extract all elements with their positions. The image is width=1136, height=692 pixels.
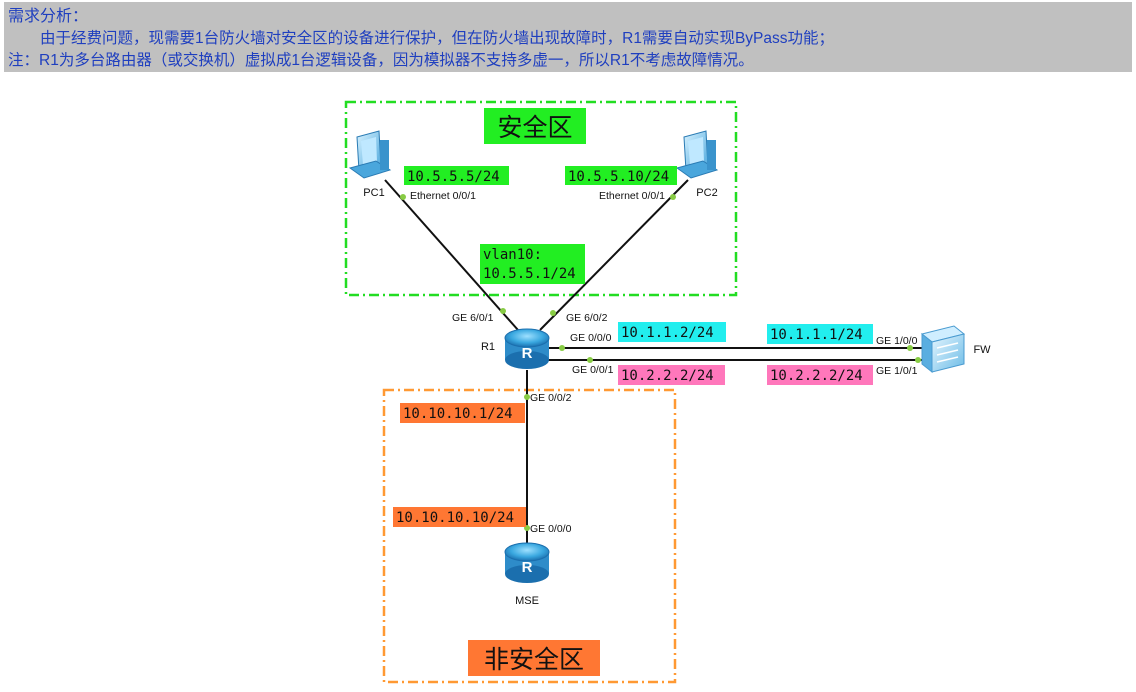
port-dot-fw-ge100 (907, 345, 913, 351)
address-tag-fw-ge100 (767, 324, 873, 344)
address-tag-pc1 (404, 166, 509, 185)
links (384, 179, 925, 545)
link-pc1-r1 (384, 179, 519, 331)
insecure-zone: 非安全区 (382, 388, 677, 684)
requirements-block: 需求分析： 由于经费问题，现需要1台防火墙对安全区的设备进行保护，但在防火墙出现… (4, 2, 1132, 72)
fw-label: FW (973, 344, 991, 356)
address-r1-ge001: 10.2.2.2/24 (621, 368, 714, 384)
r1-device[interactable]: R R1 (481, 328, 550, 369)
router-icon: R (504, 328, 550, 369)
pc2-device[interactable]: PC2 (675, 130, 719, 199)
address-vlan10: 10.5.5.1/24 (483, 266, 576, 282)
requirements-background (4, 2, 1132, 72)
port-dot-pc1 (400, 194, 406, 200)
secure-zone: 安全区 (344, 100, 738, 297)
mse-label: MSE (515, 595, 539, 607)
insecure-zone-label: 非安全区 (484, 646, 584, 674)
port-dot-fw-ge101 (915, 357, 921, 363)
port-dot-pc2 (670, 194, 676, 200)
interface-label-r1-ge602: GE 6/0/2 (566, 312, 608, 324)
address-tag-pc2 (565, 166, 677, 185)
pc-icon (675, 130, 719, 179)
port-dot-r1-ge602 (550, 310, 556, 316)
address-r1-ge000: 10.1.1.2/24 (621, 325, 714, 341)
address-tag-vlan10 (480, 244, 585, 284)
secure-zone-tag (484, 108, 586, 144)
address-tag-r1-ge002 (400, 403, 525, 423)
firewall-icon (920, 325, 966, 374)
link-pc2-r1 (539, 179, 689, 331)
port-dot-r1-ge001 (587, 357, 593, 363)
port-dot-r1-ge000 (559, 345, 565, 351)
router-icon: R (504, 542, 550, 583)
interface-label-r1-ge002: GE 0/0/2 (530, 392, 572, 404)
port-dot-r1-ge601 (500, 308, 506, 314)
address-tag-r1-ge000 (618, 322, 726, 342)
address-tag-mse-ge000 (393, 507, 526, 527)
address-tag-r1-ge001 (618, 365, 725, 385)
insecure-zone-border (382, 388, 677, 684)
address-tags: 10.5.5.5/24 10.5.5.10/24 vlan10: 10.5.5.… (393, 166, 873, 527)
address-pc2: 10.5.5.10/24 (568, 169, 669, 185)
vlan-name: vlan10: (483, 247, 542, 263)
pc1-device[interactable]: PC1 (348, 130, 392, 199)
port-dots (400, 194, 921, 531)
secure-zone-border (344, 100, 738, 297)
pc-icon (348, 130, 392, 179)
requirements-heading: 需求分析： (8, 7, 88, 25)
svg-text:R: R (522, 559, 533, 576)
address-fw-ge100: 10.1.1.1/24 (770, 327, 863, 343)
fw-device[interactable]: FW (920, 325, 991, 374)
interface-label-fw-ge100: GE 1/0/0 (876, 335, 918, 347)
address-pc1: 10.5.5.5/24 (407, 169, 500, 185)
insecure-zone-tag (468, 640, 600, 676)
pc2-label: PC2 (696, 187, 717, 199)
address-r1-ge002: 10.10.10.1/24 (403, 406, 513, 422)
interface-label-fw-ge101: GE 1/0/1 (876, 365, 918, 377)
secure-zone-label: 安全区 (497, 114, 572, 142)
interface-label-r1-ge000: GE 0/0/0 (570, 332, 612, 344)
interface-label-r1-ge001: GE 0/0/1 (572, 364, 614, 376)
address-tag-fw-ge101 (767, 365, 873, 385)
mse-device[interactable]: R MSE (504, 542, 550, 607)
interface-label-pc2-eth: Ethernet 0/0/1 (599, 190, 665, 202)
address-mse-ge000: 10.10.10.10/24 (396, 510, 514, 526)
requirements-line-1: 由于经费问题，现需要1台防火墙对安全区的设备进行保护，但在防火墙出现故障时，R1… (40, 29, 834, 47)
pc1-label: PC1 (363, 187, 384, 199)
interface-label-pc1-eth: Ethernet 0/0/1 (410, 190, 476, 202)
requirements-line-2: 注：R1为多台路由器（或交换机）虚拟成1台逻辑设备，因为模拟器不支持多虚一，所以… (8, 51, 754, 69)
address-fw-ge101: 10.2.2.2/24 (770, 368, 863, 384)
r1-label: R1 (481, 341, 495, 353)
interface-label-mse-ge000: GE 0/0/0 (530, 523, 572, 535)
port-dot-r1-ge002 (524, 394, 530, 400)
interface-labels: Ethernet 0/0/1 Ethernet 0/0/1 GE 6/0/1 G… (410, 190, 918, 535)
interface-label-r1-ge601: GE 6/0/1 (452, 312, 494, 324)
svg-text:R: R (522, 345, 533, 362)
